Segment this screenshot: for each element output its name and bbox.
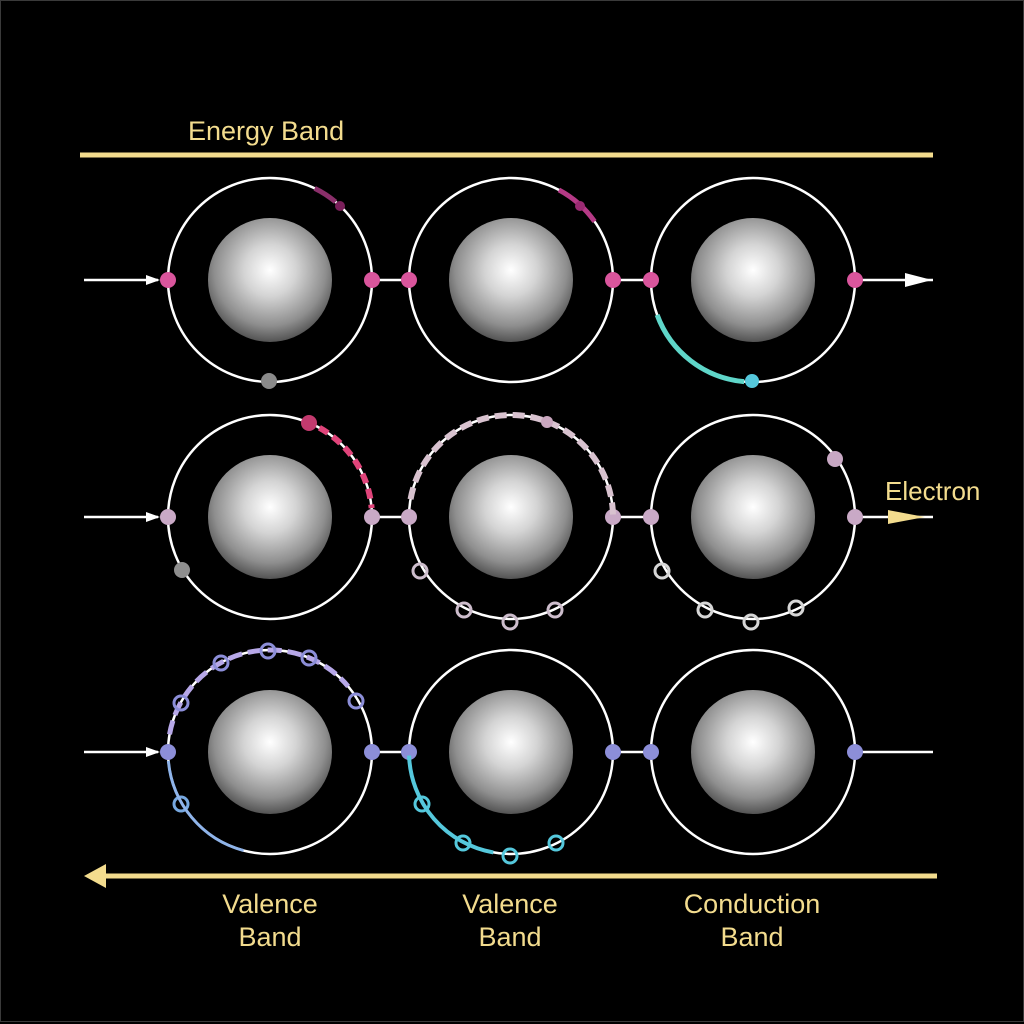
atom-r1-c3-electron-right bbox=[847, 272, 863, 288]
atom-r2-c3-electron-ring-4 bbox=[787, 599, 805, 617]
atom-r1-c1-electron-bottom bbox=[261, 373, 277, 389]
band-label-2-line1: Valence bbox=[462, 889, 558, 919]
band-label-3: Conduction Band bbox=[684, 889, 821, 952]
atom-r2-c2-electron-right bbox=[605, 509, 621, 525]
atom-lattice bbox=[84, 176, 933, 865]
atom-r2-c2-electron-ring-1 bbox=[411, 562, 429, 580]
atom-r3-c1-lower-trail bbox=[166, 760, 244, 852]
atom-r1-c1-electron-right bbox=[364, 272, 380, 288]
atom-r1-c3-electron-left bbox=[643, 272, 659, 288]
atom-r3-c1-electron-ring-5 bbox=[347, 692, 365, 710]
atom-r1-c1-nucleus bbox=[208, 218, 332, 342]
band-arrow-head bbox=[84, 864, 106, 888]
atom-r3-c1-electron-right bbox=[364, 744, 380, 760]
atom-r3-c1-electron-ring-4 bbox=[172, 694, 190, 712]
atom-r2-c1-nucleus bbox=[208, 455, 332, 579]
diagram-title: Energy Band bbox=[188, 116, 344, 146]
atom-r3-c1-electron-left bbox=[160, 744, 176, 760]
atom-r2-c2-electron-left bbox=[401, 509, 417, 525]
band-label-2: Valence Band bbox=[462, 889, 558, 952]
electron-label: Electron bbox=[885, 476, 980, 506]
atom-r3-c2-electron-ring-3 bbox=[501, 847, 519, 865]
atom-r2-c2-electron-ring-3 bbox=[501, 613, 519, 631]
row-1-output-arrowhead bbox=[905, 273, 932, 287]
atom-r1-c2-nucleus bbox=[449, 218, 573, 342]
atom-r2-c1-electron-right bbox=[364, 509, 380, 525]
atom-r2-c2-electron-top bbox=[541, 416, 553, 428]
atom-r3-c3-electron-left bbox=[643, 744, 659, 760]
band-label-1-line2: Band bbox=[238, 922, 301, 952]
atom-r3-c2-electron-left bbox=[401, 744, 417, 760]
atom-r2-c1-electron-left bbox=[160, 509, 176, 525]
row-3-input-arrowhead bbox=[146, 747, 160, 757]
atom-r1-c1-electron-top bbox=[335, 201, 345, 211]
atom-r3-c2-electron-ring-4 bbox=[547, 834, 565, 852]
atom-r2-c3-electron-top bbox=[827, 451, 843, 467]
band-label-3-line2: Band bbox=[720, 922, 783, 952]
atom-r1-c3-electron-bottom bbox=[745, 374, 759, 388]
atom-r1-c1-orbit-trail bbox=[313, 186, 338, 204]
row-2-output-arrowhead bbox=[888, 510, 925, 524]
atom-r2-c1-orbit-trail bbox=[303, 418, 375, 509]
atom-r3-c2-electron-ring-1 bbox=[413, 795, 431, 813]
atom-r2-c3-electron-left bbox=[643, 509, 659, 525]
atom-r2-c2-electron-ring-4 bbox=[546, 601, 564, 619]
band-label-1-line1: Valence bbox=[222, 889, 318, 919]
atom-r3-c2-nucleus bbox=[449, 690, 573, 814]
atom-r1-c2-electron-left bbox=[401, 272, 417, 288]
atom-r2-c3-nucleus bbox=[691, 455, 815, 579]
atom-r1-c2-electron-top bbox=[575, 201, 585, 211]
atom-r3-c2-electron-right bbox=[605, 744, 621, 760]
atom-r3-c3-electron-right bbox=[847, 744, 863, 760]
atom-r2-c3-electron-ring-1 bbox=[653, 562, 671, 580]
atom-r2-c3-electron-ring-3 bbox=[742, 613, 760, 631]
atom-r3-c1-nucleus bbox=[208, 690, 332, 814]
atom-r3-c1-orbit-trail bbox=[167, 647, 351, 735]
atom-r1-c1-electron-left bbox=[160, 272, 176, 288]
row-1-input-arrowhead bbox=[146, 275, 160, 285]
atom-r2-c3-electron-ring-2 bbox=[696, 601, 714, 619]
atom-r3-c1-electron-ring-2 bbox=[259, 642, 277, 660]
atom-r2-c3-electron-right bbox=[847, 509, 863, 525]
atom-r2-c1-electron-top bbox=[301, 415, 317, 431]
atom-r3-c2-electron-ring-2 bbox=[454, 834, 472, 852]
atom-r2-c2-orbit-trail bbox=[407, 412, 616, 518]
atom-r3-c2-orbit-trail bbox=[407, 755, 494, 855]
row-2-input-arrowhead bbox=[146, 512, 160, 522]
atom-r3-c3-nucleus bbox=[691, 690, 815, 814]
atom-r2-c1-electron-bottom bbox=[174, 562, 190, 578]
atom-r3-c1-electron-ring-1 bbox=[212, 654, 230, 672]
atom-r2-c2-electron-ring-2 bbox=[455, 601, 473, 619]
atom-r1-c3-nucleus bbox=[691, 218, 815, 342]
band-label-2-line2: Band bbox=[478, 922, 541, 952]
atom-r1-c3-orbit-trail bbox=[654, 314, 745, 385]
atom-r3-c1-electron-ring-6 bbox=[172, 795, 190, 813]
band-arrow bbox=[84, 864, 937, 888]
atom-r2-c2-nucleus bbox=[449, 455, 573, 579]
atom-r3-c1-electron-ring-3 bbox=[300, 649, 318, 667]
atom-r1-c2-electron-right bbox=[605, 272, 621, 288]
band-label-1: Valence Band bbox=[222, 889, 318, 952]
band-label-3-line1: Conduction bbox=[684, 889, 821, 919]
